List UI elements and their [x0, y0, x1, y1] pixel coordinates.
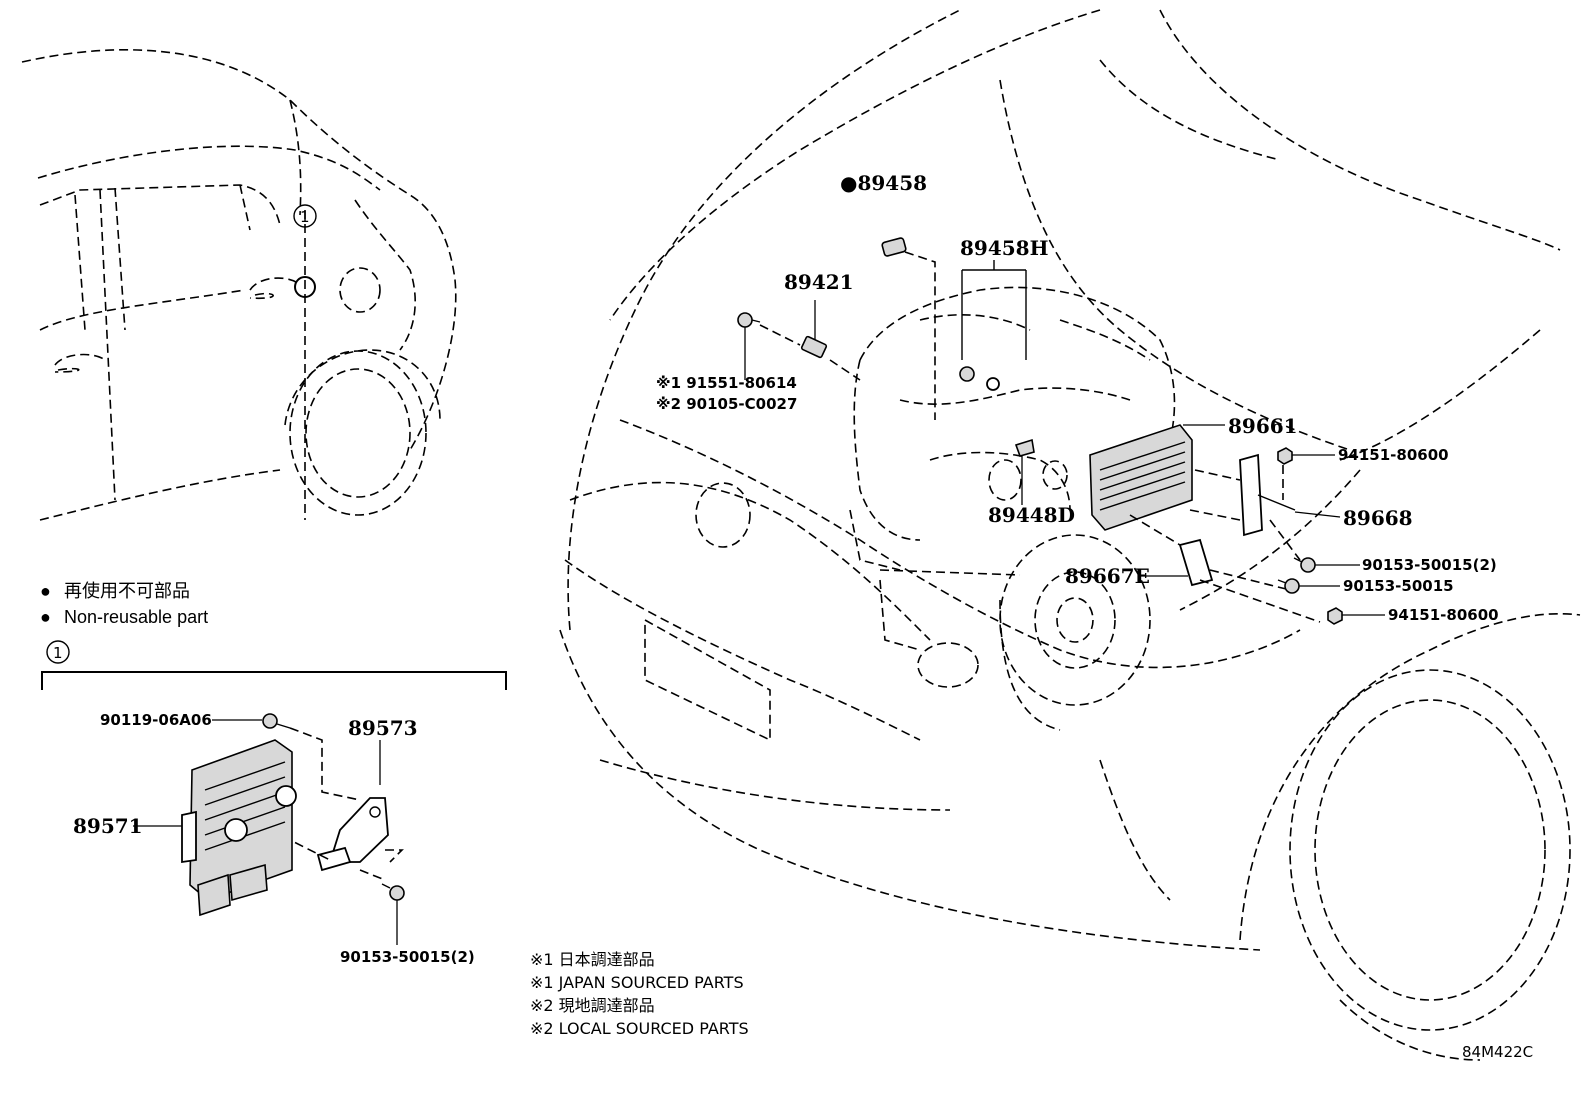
part-94151-nut-b — [1199, 579, 1385, 625]
front-vehicle-view — [559, 9, 1581, 1061]
note-2-en: ※2 LOCAL SOURCED PARTS — [530, 1019, 749, 1038]
label-90105-c0027: ※2 90105-C0027 — [656, 395, 797, 413]
label-89668: 89668 — [1343, 506, 1413, 530]
part-91551-bolt — [737, 312, 761, 380]
part-labels: ●89458 89458H 89421 ※1 91551-80614 ※2 90… — [73, 171, 1499, 966]
label-91551-80614: ※1 91551-80614 — [656, 374, 797, 392]
legend-bullet-en: ● — [40, 607, 51, 627]
legend-bullet-jp: ● — [40, 581, 51, 601]
label-89573: 89573 — [348, 716, 418, 740]
part-90153-bolt-a — [1293, 557, 1360, 573]
label-89661: 89661 — [1228, 414, 1298, 438]
label-90153-50015-2-c: 90153-50015(2) — [340, 948, 475, 966]
part-94151-nut-a — [1277, 447, 1335, 500]
callout-marker: 1 — [300, 208, 310, 226]
label-94151-80600-a: 94151-80600 — [1338, 446, 1449, 464]
inset-callout-marker: 1 — [53, 644, 63, 662]
label-89667e: 89667E — [1065, 564, 1150, 588]
part-89458h-sensor-pair — [959, 260, 1027, 391]
legend-text-jp: 再使用不可部品 — [64, 581, 190, 601]
part-89448d-sensor — [1014, 438, 1035, 505]
note-1-jp: ※1 日本調達部品 — [530, 950, 655, 969]
label-89458: ●89458 — [840, 171, 927, 195]
part-90153-bolt-b — [1277, 578, 1340, 594]
label-89458h: 89458H — [960, 236, 1048, 260]
label-89571: 89571 — [73, 814, 143, 838]
rear-vehicle-view: 1 — [21, 49, 457, 521]
legend-text-en: Non-reusable part — [64, 607, 208, 627]
part-89667e-bracket — [1129, 514, 1301, 591]
inset-callout-1 — [41, 640, 507, 945]
label-94151-80600-b: 94151-80600 — [1388, 606, 1499, 624]
label-90153-50015-2-a: 90153-50015(2) — [1362, 556, 1497, 574]
sourcing-notes: ※1 日本調達部品 ※1 JAPAN SOURCED PARTS ※2 現地調達… — [530, 950, 749, 1038]
part-89661-ecu — [1089, 424, 1225, 531]
note-2-jp: ※2 現地調達部品 — [530, 996, 655, 1015]
part-89668-bracket — [1189, 453, 1341, 537]
part-89458-connector — [881, 237, 936, 420]
label-89421: 89421 — [784, 270, 854, 294]
label-90119-06a06: 90119-06A06 — [100, 711, 212, 729]
label-89448d: 89448D — [988, 503, 1075, 527]
note-1-en: ※1 JAPAN SOURCED PARTS — [530, 973, 744, 992]
legend: ● 再使用不可部品 ● Non-reusable part 1 — [40, 581, 208, 662]
part-89421-sensor — [759, 300, 861, 381]
figure-code: 84M422C — [1462, 1043, 1533, 1061]
label-90153-50015-b: 90153-50015 — [1343, 577, 1454, 595]
